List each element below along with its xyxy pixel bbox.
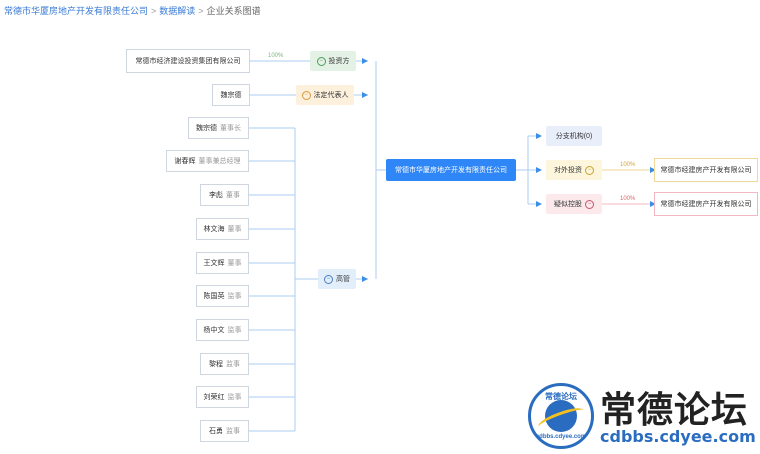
executive-name: 王文辉 (203, 260, 225, 267)
breadcrumb: 常德市华厦房地产开发有限责任公司>数据解读>企业关系图谱 (4, 4, 261, 17)
breadcrumb-current: 企业关系图谱 (206, 6, 261, 16)
executive-role: 监事 (226, 361, 240, 368)
logo-badge-icon: 常德论坛 cdbbs.cdyee.com (528, 383, 594, 449)
executive-node[interactable]: 刘荣红监事 (196, 386, 249, 408)
executive-name: 刘荣红 (203, 394, 225, 401)
tag-legal-rep-label: 法定代表人 (313, 92, 349, 99)
indirect-control-node[interactable]: 常德市经建房产开发有限公司 (654, 192, 758, 216)
executive-role: 监事 (226, 428, 240, 435)
arrow-icon (536, 167, 542, 173)
tag-external-invest-label: 对外投资 (554, 167, 582, 174)
breadcrumb-company-link[interactable]: 常德市华厦房地产开发有限责任公司 (4, 6, 149, 16)
executive-node[interactable]: 王文辉董事 (196, 252, 249, 274)
collapse-icon: − (585, 199, 594, 209)
executive-node[interactable]: 黎程监事 (200, 353, 249, 375)
arrow-icon (536, 133, 542, 139)
tag-management-label: 高管 (336, 276, 350, 283)
executive-name: 李彪 (209, 192, 223, 199)
tag-indirect-control-label: 疑似控股 (554, 201, 582, 208)
logo-title: 常德论坛 (600, 389, 749, 431)
external-invest-share: 100% (620, 162, 636, 168)
tag-investor[interactable]: − 投资方 (310, 51, 356, 71)
tag-legal-rep[interactable]: − 法定代表人 (296, 85, 354, 105)
tag-external-invest[interactable]: 对外投资 − (546, 160, 602, 180)
executive-node[interactable]: 林文海董事 (196, 218, 249, 240)
executive-name: 黎程 (209, 361, 223, 368)
executive-node[interactable]: 石勇监事 (200, 420, 249, 442)
collapse-icon: − (585, 165, 594, 175)
executive-role: 董事 (226, 192, 240, 199)
collapse-icon: − (316, 56, 326, 66)
executive-node[interactable]: 魏宗德董事长 (188, 117, 249, 139)
executive-role: 董事 (227, 226, 242, 233)
executive-node[interactable]: 陈国英监事 (196, 285, 249, 307)
external-invest-name: 常德市经建房产开发有限公司 (660, 167, 752, 174)
executive-role: 董事兼总经理 (198, 158, 241, 165)
logo-badge-bottom-text: cdbbs.cdyee.com (535, 434, 587, 440)
logo-url: cdbbs.cdyee.com (600, 427, 756, 446)
tag-indirect-control[interactable]: 疑似控股 − (546, 194, 602, 214)
executive-role: 董事 (227, 260, 242, 267)
tag-management[interactable]: − 高管 (318, 269, 356, 289)
breadcrumb-section-link[interactable]: 数据解读 (159, 6, 196, 16)
arrow-icon (536, 201, 542, 207)
collapse-icon: − (301, 90, 311, 100)
arrow-icon (362, 92, 368, 98)
executive-role: 监事 (227, 394, 242, 401)
indirect-control-name: 常德市经建房产开发有限公司 (660, 201, 752, 208)
executive-connectors (249, 127, 295, 432)
executive-name: 石勇 (209, 428, 223, 435)
executive-node[interactable]: 谢春辉董事兼总经理 (166, 150, 249, 172)
executive-node[interactable]: 李彪董事 (200, 184, 249, 206)
breadcrumb-separator: > (198, 6, 204, 16)
collapse-icon: − (324, 274, 333, 284)
site-watermark-logo: 常德论坛 cdbbs.cdyee.com 常德论坛 cdbbs.cdyee.co… (528, 383, 756, 451)
tag-investor-label: 投资方 (328, 58, 350, 65)
executive-role: 监事 (227, 327, 242, 334)
tag-branch-label: 分支机构(0) (555, 133, 593, 140)
legal-rep-node[interactable]: 魏宗德 (212, 84, 250, 106)
executive-name: 林文海 (203, 226, 225, 233)
tag-branch[interactable]: 分支机构(0) (546, 126, 602, 146)
logo-badge-top-text: 常德论坛 (545, 392, 577, 401)
investor-share: 100% (268, 53, 284, 59)
executive-role: 董事长 (220, 125, 241, 132)
arrow-icon (362, 276, 368, 282)
investor-name: 常德市经济建设投资集团有限公司 (135, 58, 241, 65)
executive-name: 陈国英 (203, 293, 225, 300)
investor-node[interactable]: 常德市经济建设投资集团有限公司 (126, 49, 250, 73)
indirect-control-share: 100% (620, 196, 636, 202)
executive-name: 杨中文 (203, 327, 225, 334)
arrow-icon (362, 58, 368, 64)
legal-rep-name: 魏宗德 (220, 92, 242, 99)
center-company-name: 常德市华厦房地产开发有限责任公司 (395, 167, 507, 174)
executive-node[interactable]: 杨中文监事 (196, 319, 249, 341)
external-invest-node[interactable]: 常德市经建房产开发有限公司 (654, 158, 758, 182)
executive-name: 谢春辉 (174, 158, 196, 165)
executive-role: 监事 (227, 293, 242, 300)
executive-name: 魏宗德 (196, 125, 217, 132)
center-company-node[interactable]: 常德市华厦房地产开发有限责任公司 (386, 159, 516, 181)
breadcrumb-separator: > (151, 6, 157, 16)
